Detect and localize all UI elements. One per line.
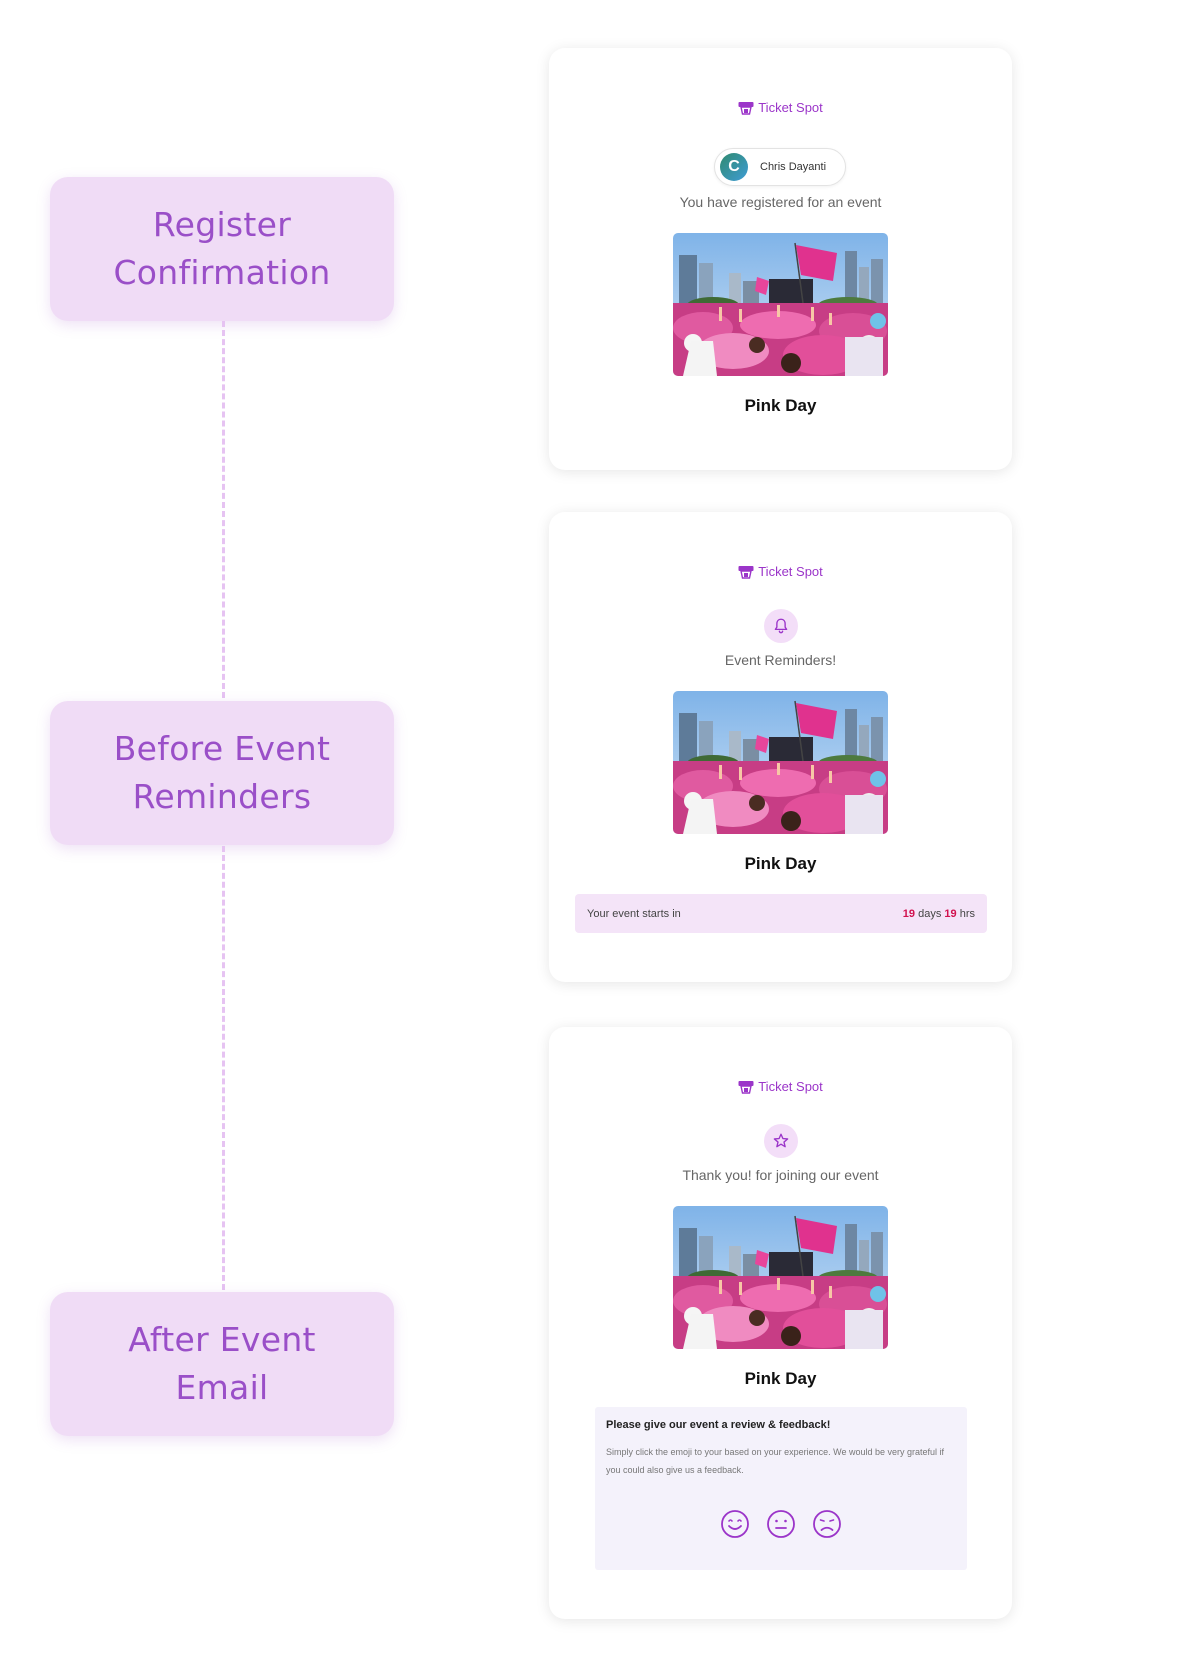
happy-emoji-icon[interactable] (720, 1509, 750, 1539)
countdown-hours: 19 (944, 907, 957, 920)
brand-name: Ticket Spot (758, 1079, 823, 1094)
stage-title-line1: After Event (128, 1320, 316, 1359)
stage-title-line2: Reminders (132, 777, 312, 816)
emoji-rating-row (595, 1509, 967, 1539)
neutral-emoji-icon[interactable] (766, 1509, 796, 1539)
user-chip: C Chris Dayanti (714, 148, 846, 186)
brand-logo: Ticket Spot (549, 1079, 1012, 1094)
stage-before-event-reminders: Before Event Reminders (50, 701, 394, 845)
timeline-connector (222, 321, 225, 698)
feedback-body: Simply click the emoji to your based on … (606, 1447, 944, 1475)
brand-logo: Ticket Spot (549, 100, 1012, 115)
stage-title-line1: Register (152, 205, 292, 244)
feedback-title: Please give our event a review & feedbac… (606, 1419, 831, 1431)
countdown-days: 19 (902, 907, 916, 920)
timeline-connector (222, 846, 225, 1290)
event-photo (673, 691, 888, 834)
countdown-value: 19 days 19 hrs (903, 908, 975, 920)
ticket-spot-logo-icon (738, 1080, 754, 1094)
reminder-icon-badge (764, 609, 798, 643)
countdown-days-unit: days (918, 907, 942, 920)
stage-register-confirmation: Register Confirmation (50, 177, 394, 321)
ticket-spot-logo-icon (738, 565, 754, 579)
user-name: Chris Dayanti (760, 161, 827, 173)
brand-logo: Ticket Spot (549, 564, 1012, 579)
event-name: Pink Day (744, 854, 817, 873)
event-photo (673, 233, 888, 376)
event-photo (673, 1206, 888, 1349)
register-email-card: Ticket Spot C Chris Dayanti You have reg… (549, 48, 1012, 470)
brand-name: Ticket Spot (758, 564, 823, 579)
stage-title-line2: Confirmation (113, 253, 331, 292)
thanks-icon-badge (764, 1124, 798, 1158)
bell-icon (774, 618, 788, 634)
stage-title-line2: Email (175, 1368, 269, 1407)
reminder-email-card: Ticket Spot Event Reminders! Pink Day Yo… (549, 512, 1012, 982)
stage-title-line1: Before Event (113, 729, 331, 768)
sad-emoji-icon[interactable] (812, 1509, 842, 1539)
event-name: Pink Day (744, 1369, 817, 1388)
after-event-email-card: Ticket Spot Thank you! for joining our e… (549, 1027, 1012, 1619)
registration-message: You have registered for an event (679, 194, 882, 210)
event-name: Pink Day (744, 396, 817, 415)
brand-name: Ticket Spot (758, 100, 823, 115)
countdown-label: Your event starts in (587, 907, 681, 920)
reminder-message: Event Reminders! (724, 652, 837, 668)
star-icon (773, 1133, 789, 1148)
countdown-hours-unit: hrs (959, 907, 975, 920)
countdown-bar: Your event starts in 19 days 19 hrs (575, 894, 987, 933)
feedback-panel: Please give our event a review & feedbac… (595, 1407, 967, 1570)
thanks-message: Thank you! for joining our event (682, 1167, 879, 1183)
avatar: C (720, 153, 748, 181)
stage-after-event-email: After Event Email (50, 1292, 394, 1436)
ticket-spot-logo-icon (738, 101, 754, 115)
